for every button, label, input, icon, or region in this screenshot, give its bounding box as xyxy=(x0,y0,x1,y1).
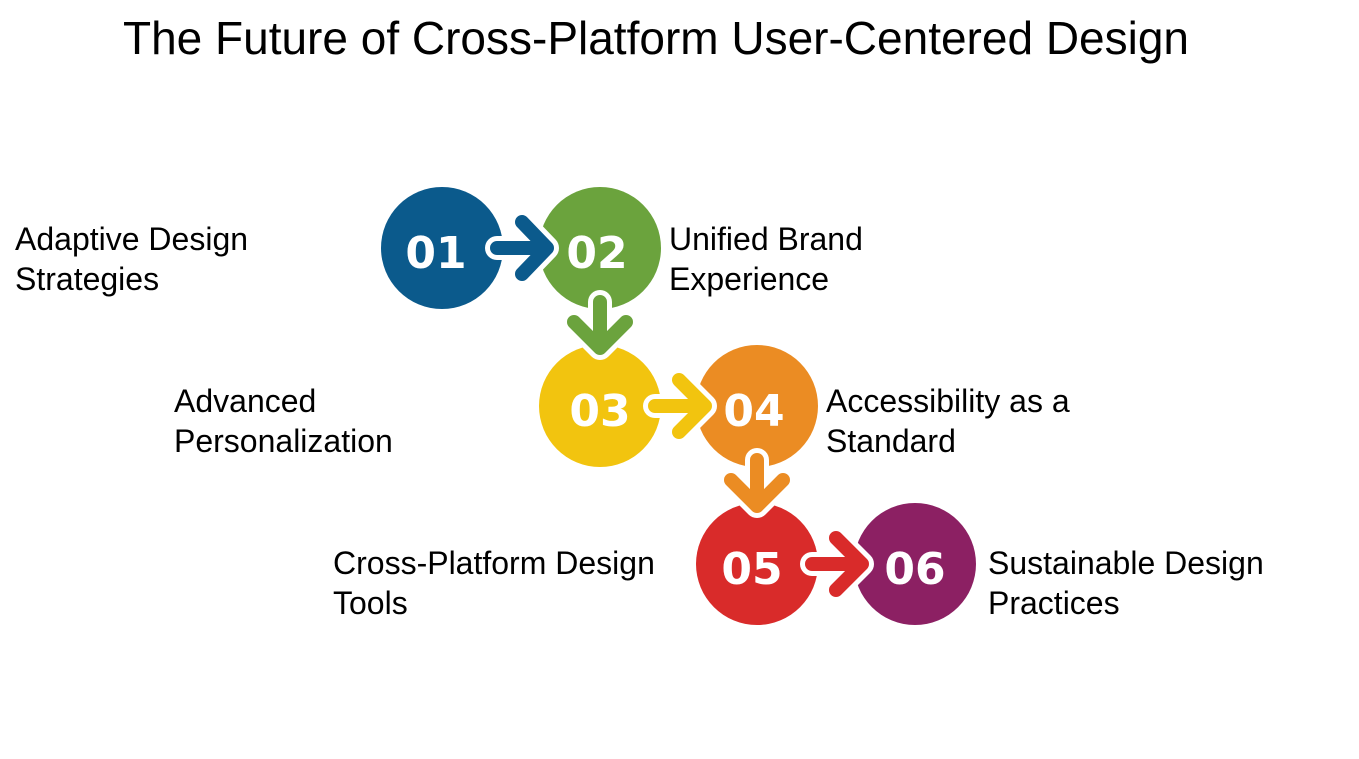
step-01-circle xyxy=(381,187,503,309)
step-05-label-line-2: Tools xyxy=(333,585,408,621)
step-02-circle xyxy=(539,187,661,309)
step-04-circle xyxy=(696,345,818,467)
step-04-label: Accessibility as a Standard xyxy=(826,381,1070,461)
step-05-label-line-1: Cross-Platform Design xyxy=(333,545,655,581)
step-03-number: 03 xyxy=(569,386,630,437)
arrow-01-to-02-icon xyxy=(485,210,559,286)
step-02-label-line-1: Unified Brand xyxy=(669,221,863,257)
step-03-label-line-1: Advanced xyxy=(174,383,317,419)
step-06-label: Sustainable Design Practices xyxy=(988,543,1264,623)
step-05-circle xyxy=(696,503,818,625)
step-06-label-line-1: Sustainable Design xyxy=(988,545,1264,581)
step-02-label-line-2: Experience xyxy=(669,261,830,297)
step-04-label-line-2: Standard xyxy=(826,423,956,459)
step-04-number: 04 xyxy=(723,386,784,437)
diagram-title: The Future of Cross-Platform User-Center… xyxy=(122,12,1190,64)
arrow-02-to-03-icon xyxy=(562,290,638,360)
step-05-number: 05 xyxy=(721,544,782,595)
step-06-circle xyxy=(854,503,976,625)
step-05-label: Cross-Platform Design Tools xyxy=(333,543,655,623)
step-01-label-line-1: Adaptive Design xyxy=(15,221,249,257)
arrow-03-to-04-icon xyxy=(643,368,717,444)
arrow-05-to-06-icon xyxy=(800,526,874,602)
arrow-04-to-05-icon xyxy=(719,448,795,518)
step-06-number: 06 xyxy=(884,544,945,595)
step-06-label-line-2: Practices xyxy=(988,585,1120,621)
step-04-label-line-1: Accessibility as a xyxy=(826,383,1070,419)
step-03-circle xyxy=(539,345,661,467)
step-01-number: 01 xyxy=(405,228,466,279)
step-01-label-line-2: Strategies xyxy=(15,261,160,297)
step-03-label: Advanced Personalization xyxy=(174,381,393,461)
step-02-label: Unified Brand Experience xyxy=(669,219,863,299)
step-01-label: Adaptive Design Strategies xyxy=(15,219,248,299)
step-02-number: 02 xyxy=(566,228,627,279)
step-03-label-line-2: Personalization xyxy=(174,423,393,459)
